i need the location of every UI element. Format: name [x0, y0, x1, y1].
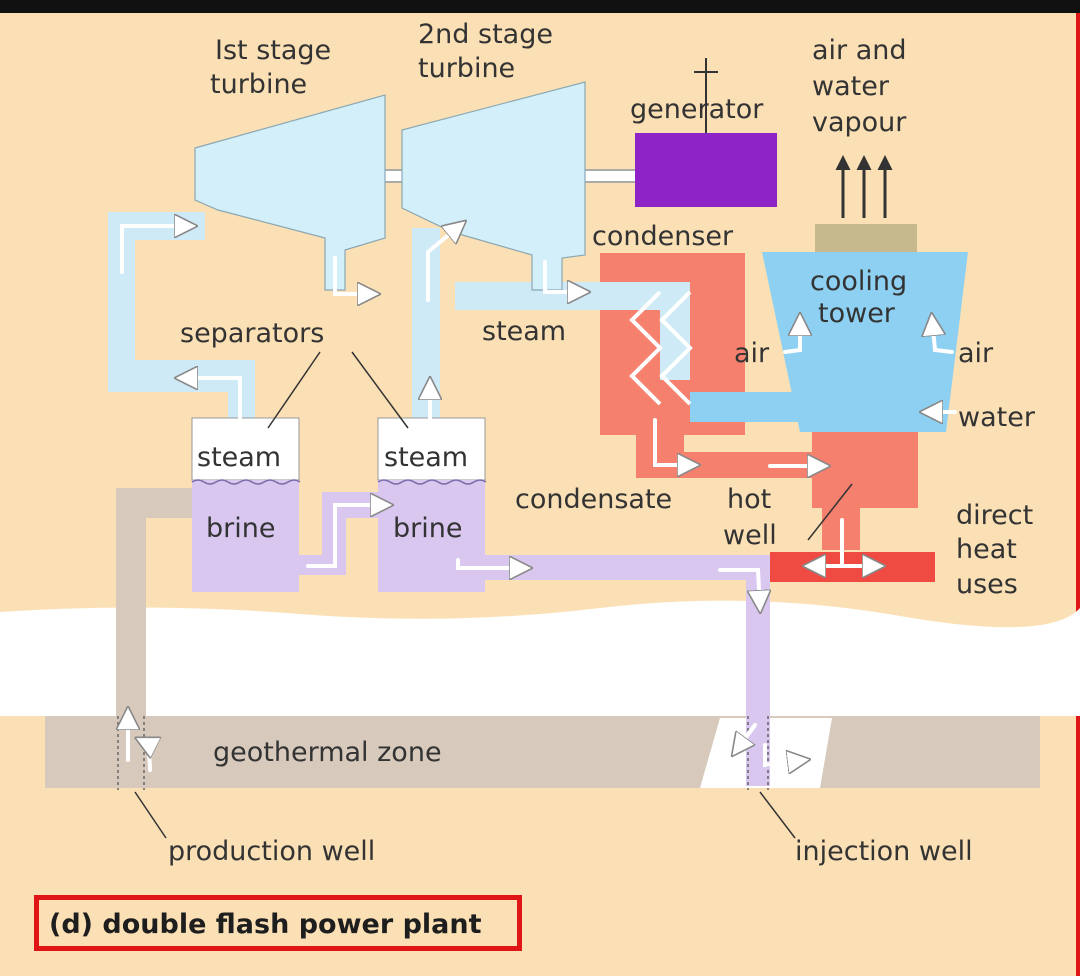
generator-box — [635, 133, 777, 207]
label-air-vapour-2: water — [812, 71, 890, 102]
separator-1-steam — [191, 417, 300, 481]
separator-1-waterline — [191, 479, 301, 485]
leader-injection — [759, 791, 796, 839]
tower-top — [815, 224, 917, 252]
flow-arrow-condensate — [653, 418, 695, 465]
label-injection-well: injection well — [795, 836, 973, 867]
separator-2-waterline — [377, 479, 487, 485]
steam-pipe-1 — [108, 212, 255, 418]
label-turbine-1-line-1: Ist stage — [215, 35, 331, 66]
leader-production — [134, 791, 167, 839]
ground-surface — [0, 600, 1080, 716]
cooling-tower — [762, 252, 968, 432]
separator-2-brine — [378, 480, 485, 592]
flow-arrow-t2-out — [543, 260, 585, 292]
label-steam-sep-2: steam — [384, 442, 468, 473]
flow-arrow-air-r — [932, 318, 954, 354]
flow-arrow-t2-in — [426, 224, 462, 302]
flow-arrow-t1-in — [120, 226, 192, 274]
label-condenser: condenser — [592, 221, 734, 252]
label-steam-pipe: steam — [482, 316, 566, 347]
label-condensate: condensate — [515, 484, 672, 515]
leader-lines — [134, 351, 853, 839]
top-bar — [0, 0, 1080, 13]
flow-arrow-inj — [456, 560, 527, 568]
label-tower: tower — [818, 298, 896, 329]
label-geothermal-zone: geothermal zone — [213, 737, 442, 768]
label-air-vapour-1: air and — [812, 35, 907, 66]
condenser-zigzag — [629, 290, 693, 406]
label-air-left: air — [734, 338, 770, 369]
label-uses: uses — [956, 569, 1018, 600]
label-cooling: cooling — [810, 266, 907, 297]
label-hot: hot — [727, 484, 771, 515]
caption-highlight-box: (d) double flash power plant — [34, 895, 522, 951]
label-turbine-2-line-2: turbine — [418, 53, 515, 84]
label-well: well — [723, 520, 777, 551]
steam-pipe-2 — [412, 228, 440, 420]
flow-arrow-inj-well-2 — [763, 743, 805, 765]
tower-water-inlet — [690, 392, 810, 422]
label-turbine-2-line-1: 2nd stage — [418, 19, 553, 50]
label-separators: separators — [180, 318, 324, 349]
leader-separators-1 — [267, 351, 321, 429]
label-direct: direct — [956, 500, 1033, 531]
label-generator: generator — [630, 94, 764, 125]
vapour-arrows — [835, 155, 893, 218]
steam-pipe-condenser — [455, 282, 690, 380]
leader-hotwell — [807, 483, 853, 541]
flow-arrow-brine — [306, 505, 388, 568]
right-border — [1076, 13, 1080, 976]
separator-1-brine — [192, 480, 299, 592]
flow-arrow-air-l — [783, 318, 800, 354]
flow-arrow-inj-well — [735, 723, 757, 752]
flow-arrow-inj-down — [718, 568, 760, 608]
label-turbine-1-line-2: turbine — [210, 69, 307, 100]
label-air-vapour-3: vapour — [812, 107, 907, 138]
label-production-well: production well — [168, 836, 375, 867]
turbine-stage-1 — [194, 94, 386, 291]
geothermal-zone — [45, 716, 1040, 788]
flow-arrow-prod-2 — [140, 740, 150, 772]
label-steam-sep-1: steam — [197, 442, 281, 473]
label-brine-sep-1: brine — [206, 513, 275, 544]
hot-well-tank — [812, 432, 918, 550]
flow-arrow-t1-out — [333, 256, 375, 294]
label-air-right: air — [958, 338, 994, 369]
brine-transfer-pipe — [298, 492, 384, 575]
diagram-caption: (d) double flash power plant — [49, 909, 482, 940]
flow-arrow-sep1-out — [180, 378, 242, 420]
label-brine-sep-2: brine — [393, 513, 462, 544]
flow-arrows — [120, 224, 957, 772]
label-heat: heat — [956, 534, 1017, 565]
injection-pipe — [478, 555, 770, 786]
leader-separators-2 — [351, 351, 409, 429]
label-water: water — [958, 402, 1036, 433]
